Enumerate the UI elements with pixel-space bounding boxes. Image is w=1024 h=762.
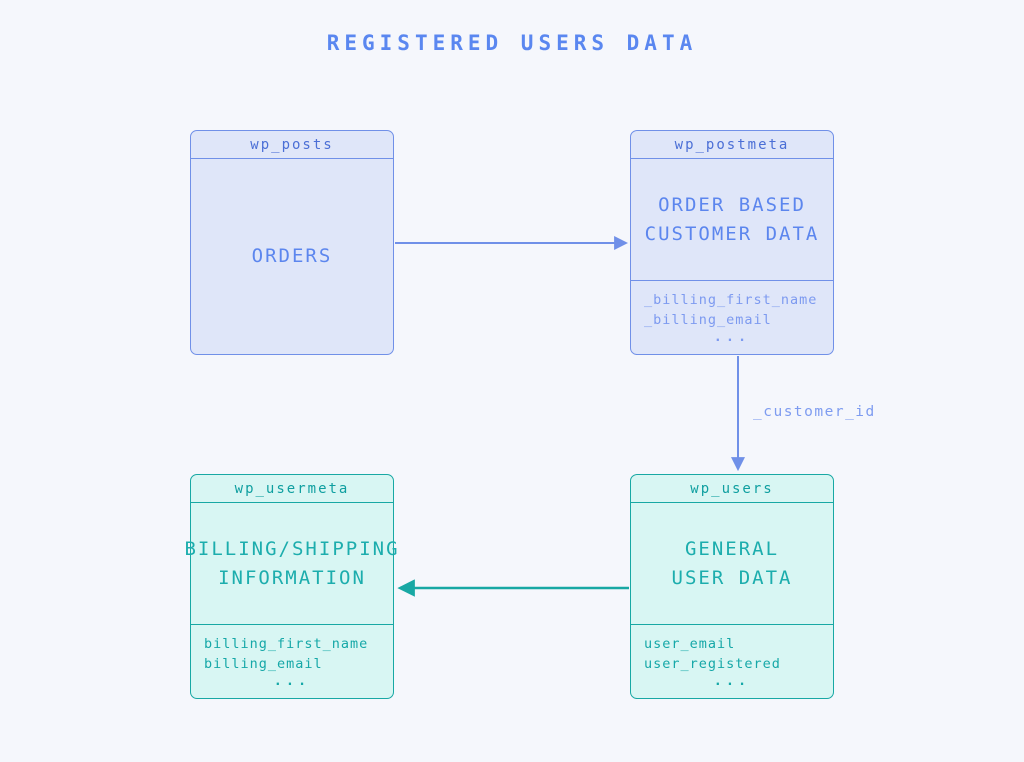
fields-ellipsis: ... (713, 329, 751, 345)
table-header: wp_posts (191, 131, 393, 159)
table-body: GENERAL USER DATA (631, 503, 833, 624)
table-name: wp_usermeta (234, 480, 350, 497)
table-fields: user_email user_registered ... (631, 624, 833, 698)
table-card-wp-usermeta: wp_usermeta BILLING/SHIPPING INFORMATION… (184, 474, 398, 699)
table-card-wp-users: wp_users GENERAL USER DATA user_email us… (630, 474, 834, 699)
table-fields: billing_first_name billing_email ... (191, 624, 393, 698)
table-body: BILLING/SHIPPING INFORMATION (184, 503, 397, 624)
table-title-line: ORDERS (251, 245, 333, 267)
fields-ellipsis: ... (713, 673, 751, 689)
table-name: wp_posts (250, 136, 334, 153)
table-card-wp-posts: wp_posts ORDERS (190, 130, 394, 355)
field-row: billing_first_name (204, 636, 369, 652)
table-title-line: CUSTOMER DATA (644, 222, 820, 245)
table-body: ORDERS (191, 159, 393, 354)
table-title-line: BILLING/SHIPPING (184, 537, 400, 560)
table-header: wp_users (631, 475, 833, 503)
table-name: wp_postmeta (674, 136, 790, 153)
field-row: user_registered (644, 656, 781, 672)
field-row: _billing_first_name (644, 292, 818, 308)
table-name: wp_users (690, 480, 774, 497)
table-title-line: GENERAL (684, 537, 780, 560)
table-body: ORDER BASED CUSTOMER DATA (631, 159, 833, 280)
table-card-wp-postmeta: wp_postmeta ORDER BASED CUSTOMER DATA _b… (630, 130, 834, 355)
field-row: user_email (644, 636, 736, 652)
table-title-line: INFORMATION (218, 566, 366, 589)
table-title-line: ORDER BASED (658, 193, 806, 216)
table-fields: _billing_first_name _billing_email ... (631, 280, 833, 354)
edge-label-customer-id: _customer_id (753, 404, 876, 420)
table-header: wp_usermeta (191, 475, 393, 503)
table-title-line: USER DATA (671, 566, 793, 589)
field-row: billing_email (204, 656, 323, 672)
diagram-title: REGISTERED USERS DATA (326, 31, 698, 55)
fields-ellipsis: ... (273, 673, 311, 689)
table-header: wp_postmeta (631, 131, 833, 159)
field-row: _billing_email (644, 312, 772, 328)
